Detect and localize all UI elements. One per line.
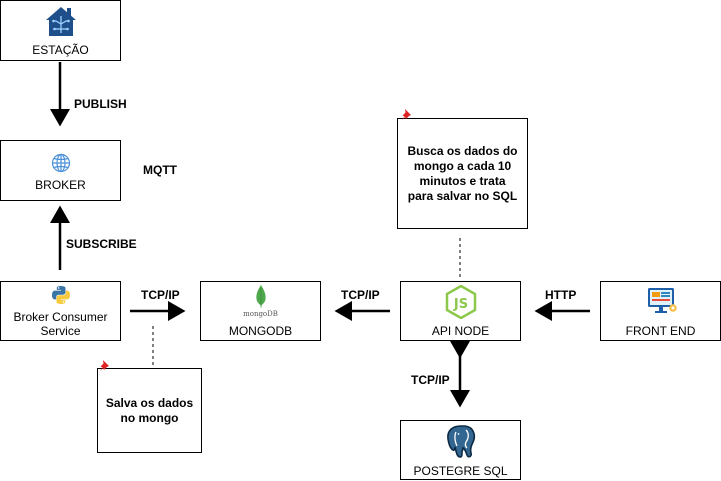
publish-label: PUBLISH — [74, 97, 127, 111]
nodejs-icon: JS — [445, 285, 477, 319]
pushpin-icon — [99, 360, 109, 372]
mqtt-label: MQTT — [143, 163, 177, 177]
globe-icon — [51, 153, 71, 173]
broker-label: BROKER — [35, 178, 86, 192]
postgres-label: POSTEGRE SQL — [413, 464, 508, 478]
postgresql-elephant-icon — [447, 425, 476, 458]
consumer-node[interactable]: Broker Consumer Service — [0, 281, 121, 341]
mongodb-leaf-icon — [256, 285, 266, 309]
consumer-label: Broker Consumer Service — [13, 310, 108, 338]
python-icon — [52, 286, 70, 304]
smart-home-icon — [46, 7, 76, 36]
svg-text:JS: JS — [453, 297, 468, 312]
monitor-icon — [648, 288, 677, 313]
api-note: Busca os dados do mongo a cada 10 minuto… — [397, 118, 528, 229]
api-node-label: API NODE — [431, 324, 490, 338]
estacao-label: ESTAÇÃO — [32, 43, 89, 57]
api-mongo-label: TCP/IP — [341, 288, 380, 302]
front-api-label: HTTP — [545, 288, 577, 302]
front-end-node[interactable]: FRONT END — [600, 281, 721, 341]
subscribe-label: SUBSCRIBE — [66, 237, 137, 251]
front-end-label: FRONT END — [625, 324, 696, 338]
estacao-node[interactable]: ESTAÇÃO — [0, 0, 121, 61]
consumer-mongo-label: TCP/IP — [141, 288, 180, 302]
pushpin-icon — [401, 109, 411, 121]
broker-node[interactable]: BROKER — [0, 140, 121, 201]
postgres-node[interactable]: POSTEGRE SQL — [400, 420, 521, 480]
mongodb-logo-text: mongoDB — [243, 310, 278, 318]
api-node[interactable]: JS API NODE — [400, 281, 521, 341]
mongodb-node[interactable]: mongoDB MONGODB — [200, 281, 321, 341]
mongodb-label: MONGODB — [228, 324, 293, 338]
api-postgres-label: TCP/IP — [411, 373, 450, 387]
consumer-note: Salva os dados no mongo — [97, 368, 202, 453]
